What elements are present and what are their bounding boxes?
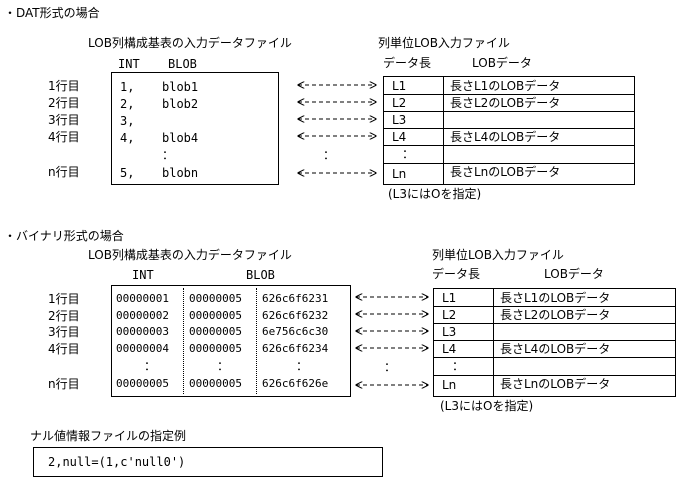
binary-lob-row-divider [434, 340, 675, 341]
binary-lob-row-divider [434, 375, 675, 376]
binary-blob-value: 626c6f6231 [262, 292, 329, 305]
dat-lob-col-divider [443, 77, 444, 184]
binary-note: (L3にはOを指定) [440, 399, 534, 413]
binary-int-value: 00000001 [116, 292, 169, 305]
binary-lob-col-divider [493, 289, 494, 396]
binary-int-value: 00000004 [116, 342, 169, 355]
dat-lob-len: L3 [392, 113, 407, 127]
dat-input-file-title: LOB列構成基表の入力データファイル [88, 36, 292, 50]
binary-lob-col-data-header: LOBデータ [544, 267, 604, 281]
dat-lob-len: L1 [392, 79, 407, 93]
dat-lob-file-table: L1 L2 L3 L4 ： Ln 長さL1のLOBデータ 長さL2のLOBデータ… [383, 76, 635, 185]
dat-lob-row-divider [384, 94, 634, 95]
binary-lob-len: L1 [442, 291, 457, 305]
binary-lob-file-title: 列単位LOB入力ファイル [432, 248, 564, 262]
binary-lob-ellipsis: ： [452, 359, 465, 373]
dat-lob-len: L2 [392, 96, 407, 110]
dat-lob-data: 長さLnのLOBデータ [450, 165, 561, 179]
null-spec-box: 2,null=(1,c'null0') [33, 447, 383, 477]
binary-ellipsis: ： [217, 359, 230, 373]
binary-section-title: ・バイナリ形式の場合 [4, 229, 124, 243]
dat-row-label: 1行目 [48, 79, 80, 93]
binary-col-blob-header: BLOB [246, 268, 275, 282]
binary-lob-file-table: L1 L2 L3 L4 ： Ln 長さL1のLOBデータ 長さL2のLOBデータ… [433, 288, 676, 397]
binary-field-divider [183, 288, 184, 394]
dat-int-value: 4, [120, 131, 135, 145]
dat-row-label: n行目 [48, 165, 80, 179]
dat-int-value: 1, [120, 80, 135, 94]
binary-row-label: 4行目 [48, 342, 80, 356]
binary-blob-value: 6e756c6c30 [262, 325, 329, 338]
dat-blob-value: blobn [162, 166, 199, 180]
dat-lob-len: L4 [392, 130, 407, 144]
dat-int-value: 3, [120, 114, 135, 128]
binary-lob-len: L3 [442, 325, 457, 339]
dat-lob-data: 長さL1のLOBデータ [450, 79, 561, 93]
binary-lob-data: 長さL1のLOBデータ [500, 291, 611, 305]
binary-blob-value: 626c6f626e [262, 377, 329, 390]
dat-row-label: 3行目 [48, 113, 80, 127]
dat-int-value: 5, [120, 166, 135, 180]
dat-int-value: 2, [120, 97, 135, 111]
dat-lob-ellipsis: ： [402, 147, 415, 161]
binary-input-file-box: 00000001 00000002 00000003 00000004 ： 00… [111, 285, 351, 397]
binary-row-label: n行目 [48, 377, 80, 391]
binary-length-value: 00000005 [189, 325, 242, 338]
binary-int-value: 00000005 [116, 377, 169, 390]
dat-lob-file-title: 列単位LOB入力ファイル [378, 36, 510, 50]
binary-lob-data: 長さLnのLOBデータ [500, 377, 611, 391]
dat-lob-row-divider [384, 145, 634, 146]
binary-length-value: 00000005 [189, 292, 242, 305]
binary-lob-data: 長さL4のLOBデータ [500, 342, 611, 356]
dat-lob-row-divider [384, 128, 634, 129]
dat-lob-row-divider [384, 111, 634, 112]
binary-length-value: 00000005 [189, 309, 242, 322]
dat-ellipsis: ： [162, 148, 175, 162]
dat-note: (L3にはOを指定) [388, 187, 482, 201]
binary-col-int-header: INT [132, 268, 154, 282]
binary-middle-ellipsis: ： [384, 360, 397, 374]
dat-input-file-box: 1, 2, 3, 4, 5, blob1 blob2 blob4 ： blobn [111, 72, 279, 185]
binary-lob-len: L4 [442, 342, 457, 356]
dat-row-label: 4行目 [48, 130, 80, 144]
binary-row-label: 2行目 [48, 309, 80, 323]
dat-blob-value: blob2 [162, 97, 199, 111]
dat-section-title: ・DAT形式の場合 [4, 6, 100, 20]
binary-lob-len: Ln [442, 378, 457, 392]
binary-lob-row-divider [434, 323, 675, 324]
binary-ellipsis: ： [144, 359, 157, 373]
binary-lob-data: 長さL2のLOBデータ [500, 308, 611, 322]
binary-field-divider [256, 288, 257, 394]
binary-length-value: 00000005 [189, 377, 242, 390]
dat-middle-ellipsis: ： [323, 148, 336, 162]
binary-lob-col-len-header: データ長 [432, 267, 481, 281]
binary-blob-value: 626c6f6234 [262, 342, 329, 355]
binary-blob-value: 626c6f6232 [262, 309, 329, 322]
dat-col-int-header: INT [118, 57, 140, 71]
binary-input-file-title: LOB列構成基表の入力データファイル [88, 248, 292, 262]
dat-col-blob-header: BLOB [168, 57, 197, 71]
binary-lob-row-divider [434, 306, 675, 307]
dat-lob-row-divider [384, 163, 634, 164]
binary-int-value: 00000003 [116, 325, 169, 338]
binary-ellipsis: ： [296, 359, 309, 373]
binary-lob-len: L2 [442, 308, 457, 322]
binary-length-value: 00000005 [189, 342, 242, 355]
dat-lob-data: 長さL4のLOBデータ [450, 130, 561, 144]
null-spec-value: 2,null=(1,c'null0') [48, 455, 186, 469]
dat-lob-data: 長さL2のLOBデータ [450, 96, 561, 110]
binary-lob-row-divider [434, 357, 675, 358]
binary-row-label: 1行目 [48, 292, 80, 306]
dat-row-label: 2行目 [48, 96, 80, 110]
binary-row-label: 3行目 [48, 325, 80, 339]
binary-int-value: 00000002 [116, 309, 169, 322]
dat-blob-value: blob4 [162, 131, 199, 145]
dat-lob-len: Ln [392, 167, 407, 181]
dat-lob-col-len-header: データ長 [383, 56, 432, 70]
dat-blob-value: blob1 [162, 80, 199, 94]
dat-lob-col-data-header: LOBデータ [472, 56, 532, 70]
null-spec-title: ナル値情報ファイルの指定例 [30, 429, 187, 443]
